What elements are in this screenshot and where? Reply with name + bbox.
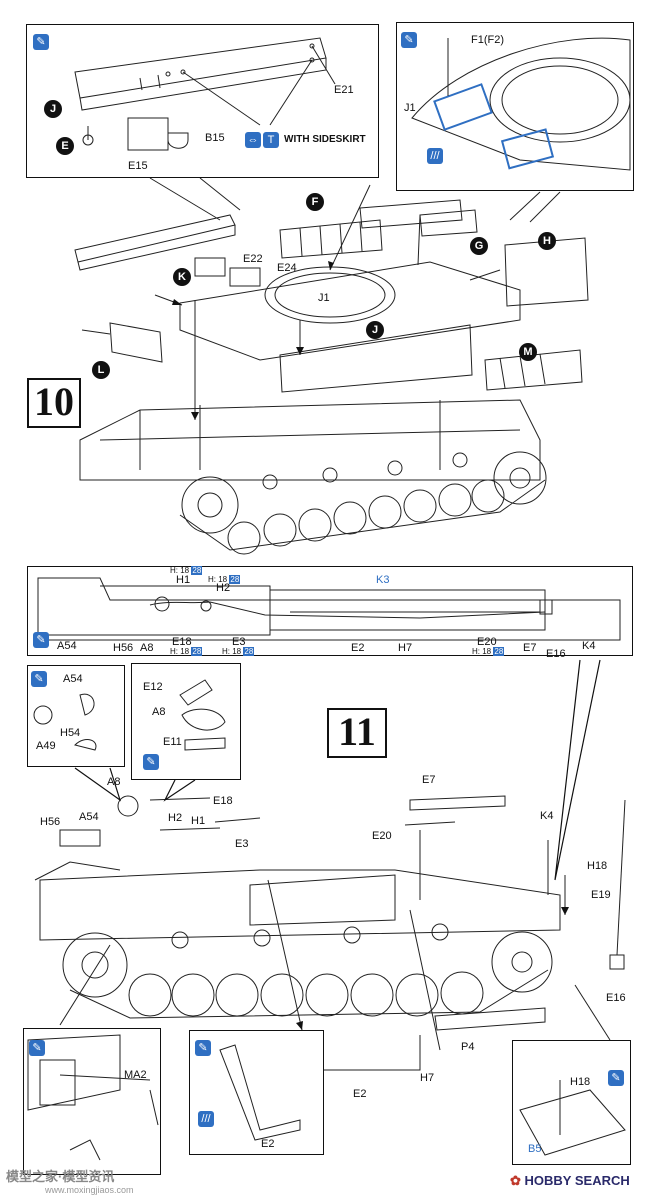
part-label: A8 <box>107 776 121 788</box>
part-label: H18 <box>570 1076 591 1088</box>
marker-h: H <box>538 232 556 250</box>
detail-box-fender <box>26 24 379 178</box>
part-label: E22 <box>243 253 263 265</box>
part-label: H56 <box>113 642 134 654</box>
paint-ref: H: 18 28 <box>170 566 203 575</box>
part-label: B15 <box>205 132 225 144</box>
detail-box-b5 <box>512 1040 631 1165</box>
part-label: H1 <box>191 815 206 827</box>
part-label: E3 <box>232 636 246 648</box>
part-label: E19 <box>591 889 611 901</box>
watermark-url: www.moxingjiaos.com <box>45 1185 134 1195</box>
part-label: K3 <box>376 574 390 586</box>
part-label: E7 <box>523 642 537 654</box>
marker-m: M <box>519 343 537 361</box>
marker-f: F <box>306 193 324 211</box>
paint-ref: H: 18 28 <box>222 647 255 656</box>
part-label: H7 <box>398 642 413 654</box>
part-label: E3 <box>235 838 249 850</box>
part-label: B5 <box>528 1143 542 1155</box>
part-label: H1 <box>176 574 191 586</box>
detail-box-e2 <box>189 1030 324 1155</box>
paint-ref: H: 18 28 <box>170 647 203 656</box>
paint-ref: H: 18 28 <box>208 575 241 584</box>
part-label: H56 <box>40 816 61 828</box>
part-label: H2 <box>168 812 183 824</box>
part-label: E24 <box>277 262 297 274</box>
part-label: MA2 <box>124 1069 147 1081</box>
part-label: E2 <box>353 1088 367 1100</box>
pencil-icon: ✎ <box>143 754 159 770</box>
pencil-icon: ✎ <box>401 32 417 48</box>
part-label: E21 <box>334 84 354 96</box>
part-label: J1 <box>404 102 416 114</box>
part-label: K4 <box>540 810 554 822</box>
pencil-icon: ✎ <box>195 1040 211 1056</box>
detail-strip-box <box>27 566 633 656</box>
step-number-10: 10 <box>27 378 81 428</box>
watermark-left: 模型之家·模型资讯 <box>6 1169 115 1184</box>
part-label: E18 <box>172 636 192 648</box>
part-label: E12 <box>143 681 163 693</box>
marker-l: L <box>92 361 110 379</box>
marker-g: G <box>470 237 488 255</box>
part-label: H7 <box>420 1072 435 1084</box>
part-label: A54 <box>79 811 99 823</box>
marker-j2: J <box>366 321 384 339</box>
pencil-icon: ✎ <box>608 1070 624 1086</box>
attach-icon: ⇔ <box>245 132 261 148</box>
hobby-search-logo: ✿ HOBBY SEARCH <box>510 1173 630 1188</box>
glue-icon: /// <box>198 1111 214 1127</box>
part-label: H2 <box>216 582 231 594</box>
part-label: J1 <box>318 292 330 304</box>
part-label: E2 <box>351 642 365 654</box>
with-sideskirt-note: WITH SIDESKIRT <box>284 134 366 145</box>
detail-box-ma2 <box>23 1028 161 1175</box>
part-label: F1(F2) <box>471 34 504 46</box>
part-label: A8 <box>140 642 154 654</box>
part-label: H18 <box>587 860 608 872</box>
part-label: A54 <box>63 673 83 685</box>
part-label: E15 <box>128 160 148 172</box>
pencil-icon: ✎ <box>29 1040 45 1056</box>
part-label: E2 <box>261 1138 275 1150</box>
pencil-icon: ✎ <box>33 34 49 50</box>
part-label: A8 <box>152 706 166 718</box>
marker-k: K <box>173 268 191 286</box>
part-label: A54 <box>57 640 77 652</box>
marker-e: E <box>56 137 74 155</box>
paint-ref: H: 18 28 <box>472 647 505 656</box>
part-label: E7 <box>422 774 436 786</box>
part-label: H54 <box>60 727 81 739</box>
part-label: E11 <box>163 736 182 748</box>
logo-mark-icon: ✿ <box>510 1173 521 1188</box>
part-label: E18 <box>213 795 233 807</box>
part-label: P4 <box>461 1041 475 1053</box>
hull-icon: T <box>263 132 279 148</box>
part-label: E20 <box>372 830 392 842</box>
pencil-icon: ✎ <box>33 632 49 648</box>
part-label: A49 <box>36 740 56 752</box>
part-label: K4 <box>582 640 596 652</box>
glue-icon: /// <box>427 148 443 164</box>
marker-j: J <box>44 100 62 118</box>
step-number-11: 11 <box>327 708 387 758</box>
pencil-icon: ✎ <box>31 671 47 687</box>
part-label: E20 <box>477 636 497 648</box>
part-label: E16 <box>606 992 626 1004</box>
part-label: E16 <box>546 648 566 660</box>
